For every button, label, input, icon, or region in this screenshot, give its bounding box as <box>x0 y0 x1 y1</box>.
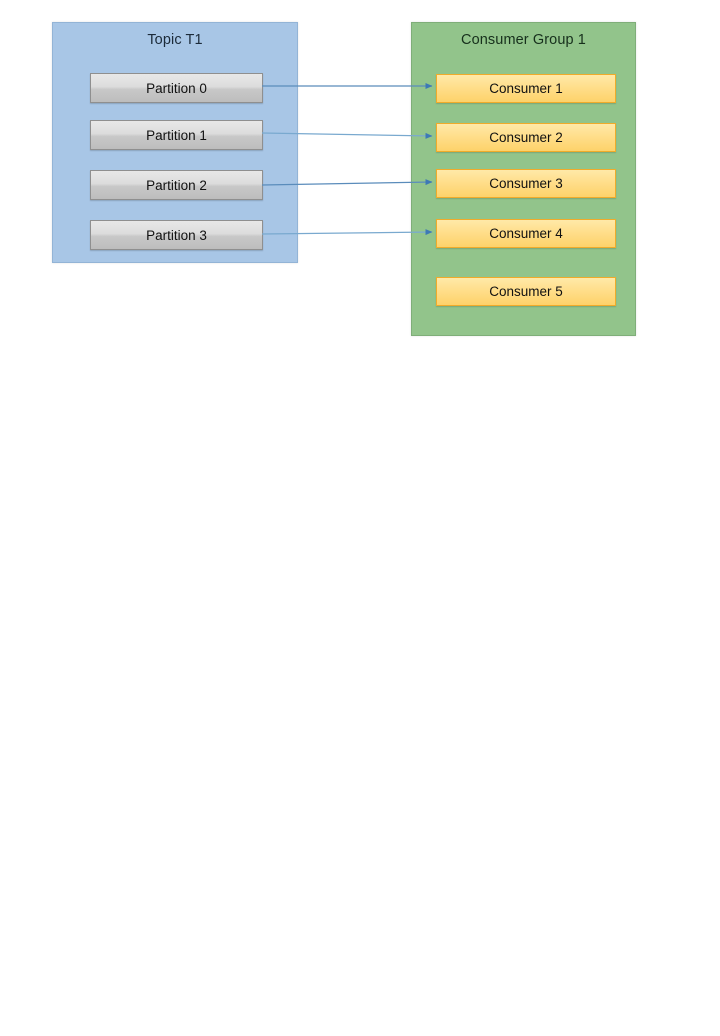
partition-box-1[interactable]: Partition 1 <box>90 120 263 150</box>
consumer-label-5: Consumer 5 <box>489 284 563 299</box>
consumer-box-1[interactable]: Consumer 1 <box>436 74 616 103</box>
consumer-label-3: Consumer 3 <box>489 176 563 191</box>
consumer-label-1: Consumer 1 <box>489 81 563 96</box>
consumer-group-panel: Consumer Group 1 Consumer 1 Consumer 2 C… <box>411 22 636 336</box>
partition-box-3[interactable]: Partition 3 <box>90 220 263 250</box>
topic-panel-title: Topic T1 <box>147 32 203 48</box>
partition-label-0: Partition 0 <box>146 80 207 96</box>
consumer-box-2[interactable]: Consumer 2 <box>436 123 616 152</box>
consumer-label-2: Consumer 2 <box>489 130 563 145</box>
consumer-box-4[interactable]: Consumer 4 <box>436 219 616 248</box>
partition-label-1: Partition 1 <box>146 127 207 143</box>
topic-panel: Topic T1 Partition 0 Partition 1 Partiti… <box>52 22 298 263</box>
partition-label-2: Partition 2 <box>146 177 207 193</box>
consumer-box-5[interactable]: Consumer 5 <box>436 277 616 306</box>
partition-box-2[interactable]: Partition 2 <box>90 170 263 200</box>
consumer-box-3[interactable]: Consumer 3 <box>436 169 616 198</box>
consumer-group-panel-title: Consumer Group 1 <box>461 32 586 48</box>
partition-label-3: Partition 3 <box>146 227 207 243</box>
partition-box-0[interactable]: Partition 0 <box>90 73 263 103</box>
consumer-label-4: Consumer 4 <box>489 226 563 241</box>
